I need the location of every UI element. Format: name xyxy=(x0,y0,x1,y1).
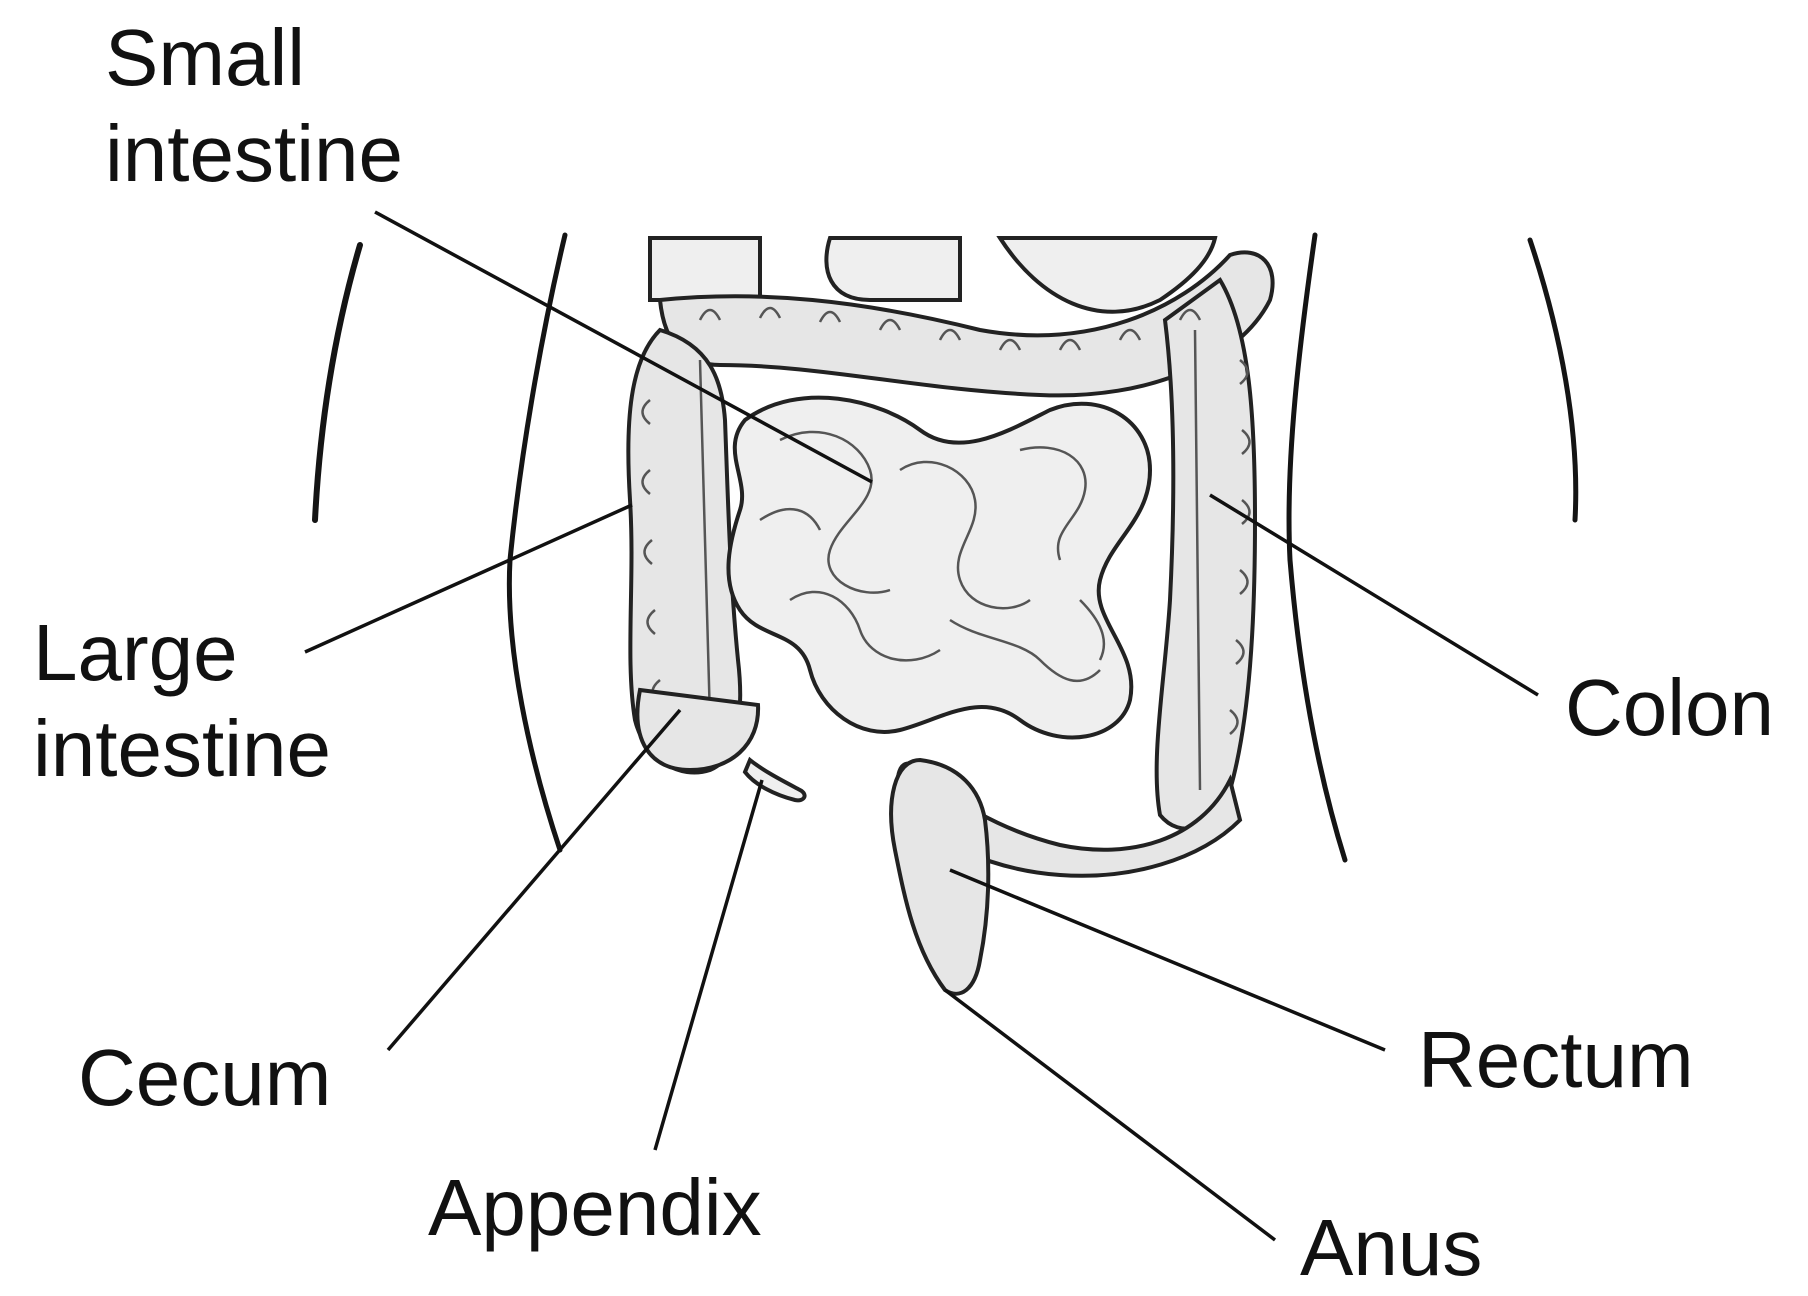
label-small-intestine: Small intestine xyxy=(105,10,403,202)
small-intestine xyxy=(728,398,1150,738)
leader-rectum xyxy=(950,870,1385,1050)
label-small-intestine-line2: intestine xyxy=(105,106,403,202)
label-anus: Anus xyxy=(1300,1200,1482,1296)
label-appendix: Appendix xyxy=(428,1160,762,1256)
cecum-appendix xyxy=(637,690,804,800)
leader-appendix xyxy=(655,780,762,1150)
label-cecum: Cecum xyxy=(78,1030,331,1126)
label-rectum: Rectum xyxy=(1418,1012,1694,1108)
label-colon: Colon xyxy=(1565,660,1774,756)
leader-large-intestine xyxy=(305,505,632,652)
label-large-intestine: Large intestine xyxy=(33,605,331,797)
leader-anus xyxy=(945,990,1275,1240)
label-small-intestine-line1: Small xyxy=(105,10,403,106)
rectum-anus xyxy=(891,760,988,994)
leader-colon xyxy=(1210,495,1538,695)
label-large-intestine-line1: Large xyxy=(33,605,331,701)
label-large-intestine-line2: intestine xyxy=(33,701,331,797)
